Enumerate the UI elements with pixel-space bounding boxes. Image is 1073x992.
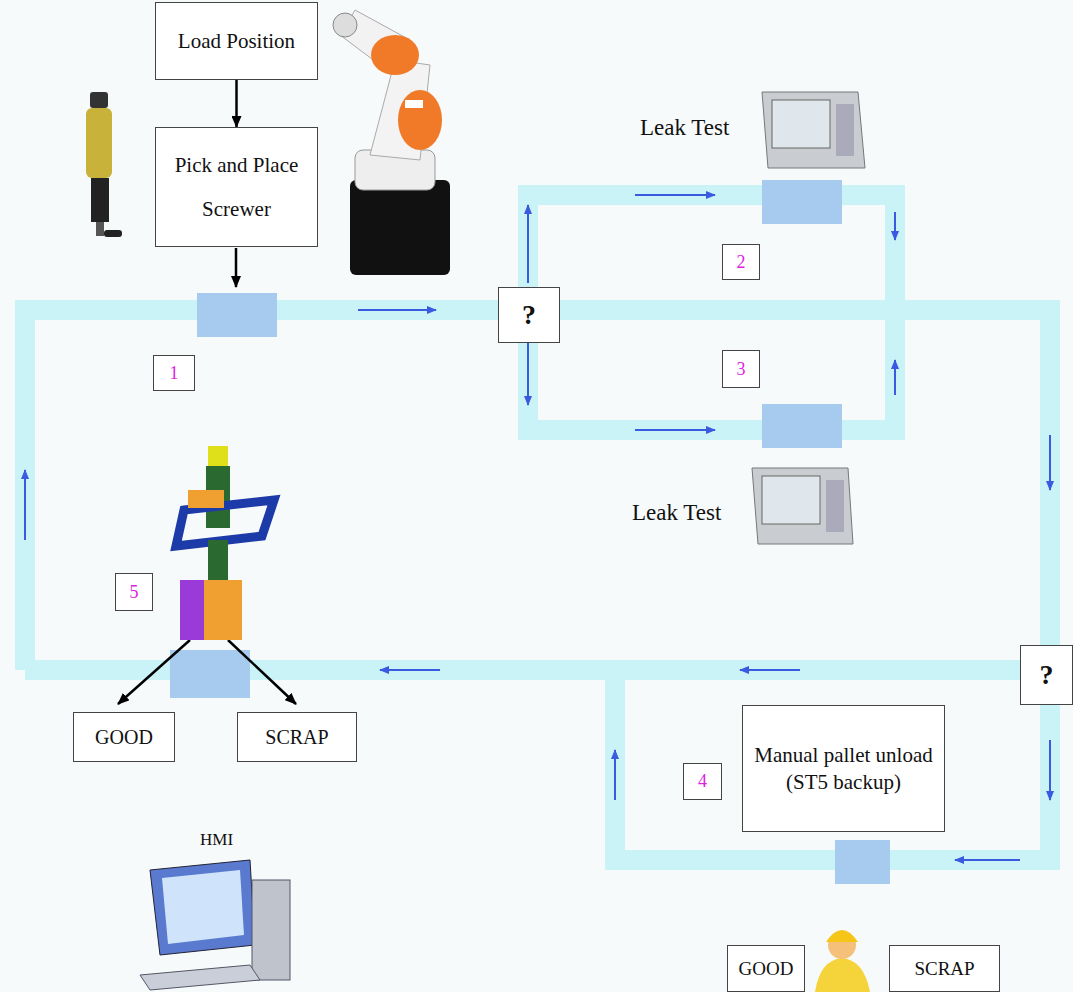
box-text: GOOD <box>95 726 153 749</box>
callout-number: 1 <box>153 355 195 391</box>
callout-text: 2 <box>737 252 746 273</box>
station-label: Leak Test <box>640 115 729 141</box>
lift-device <box>176 446 274 640</box>
screwdriver-tool <box>86 92 122 237</box>
box-text: Manual pallet unload (ST5 backup) <box>749 742 938 795</box>
decision-box: ? <box>1020 645 1073 705</box>
box-text: Pick and Place Screwer <box>162 143 311 231</box>
box-text: ? <box>522 299 536 331</box>
manual-station-box: Manual pallet unload (ST5 backup) <box>742 705 945 832</box>
callout-text: 1 <box>170 363 179 384</box>
result-box: GOOD <box>73 712 175 762</box>
decision-box: ? <box>498 287 560 343</box>
callout-number: 4 <box>683 763 722 800</box>
flow-arrow <box>25 195 1050 860</box>
box-text: ? <box>1040 659 1054 691</box>
leak-test-monitor <box>752 92 865 544</box>
station-label: Leak Test <box>632 500 721 526</box>
process-box: Pick and Place Screwer <box>155 127 318 247</box>
computer-label: HMI <box>200 830 233 850</box>
callout-text: 4 <box>698 771 707 792</box>
callout-text: 5 <box>130 582 139 603</box>
box-text: GOOD <box>739 958 794 980</box>
box-text: Load Position <box>178 29 295 54</box>
box-text: SCRAP <box>265 726 328 749</box>
result-box: GOOD <box>727 945 805 992</box>
callout-number: 2 <box>722 244 760 280</box>
transfer-arrow <box>118 248 296 704</box>
callout-text: 3 <box>737 359 746 380</box>
robot-arm <box>333 10 450 275</box>
box-text: SCRAP <box>914 958 974 980</box>
hmi-computer <box>140 860 290 990</box>
conveyor <box>25 195 1050 860</box>
callout-number: 3 <box>722 350 760 388</box>
process-box: Load Position <box>155 2 318 80</box>
worker-icon <box>815 930 870 992</box>
result-box: SCRAP <box>237 712 357 762</box>
result-box: SCRAP <box>889 945 1000 992</box>
callout-number: 5 <box>115 573 153 611</box>
flow-connector <box>235 80 238 127</box>
